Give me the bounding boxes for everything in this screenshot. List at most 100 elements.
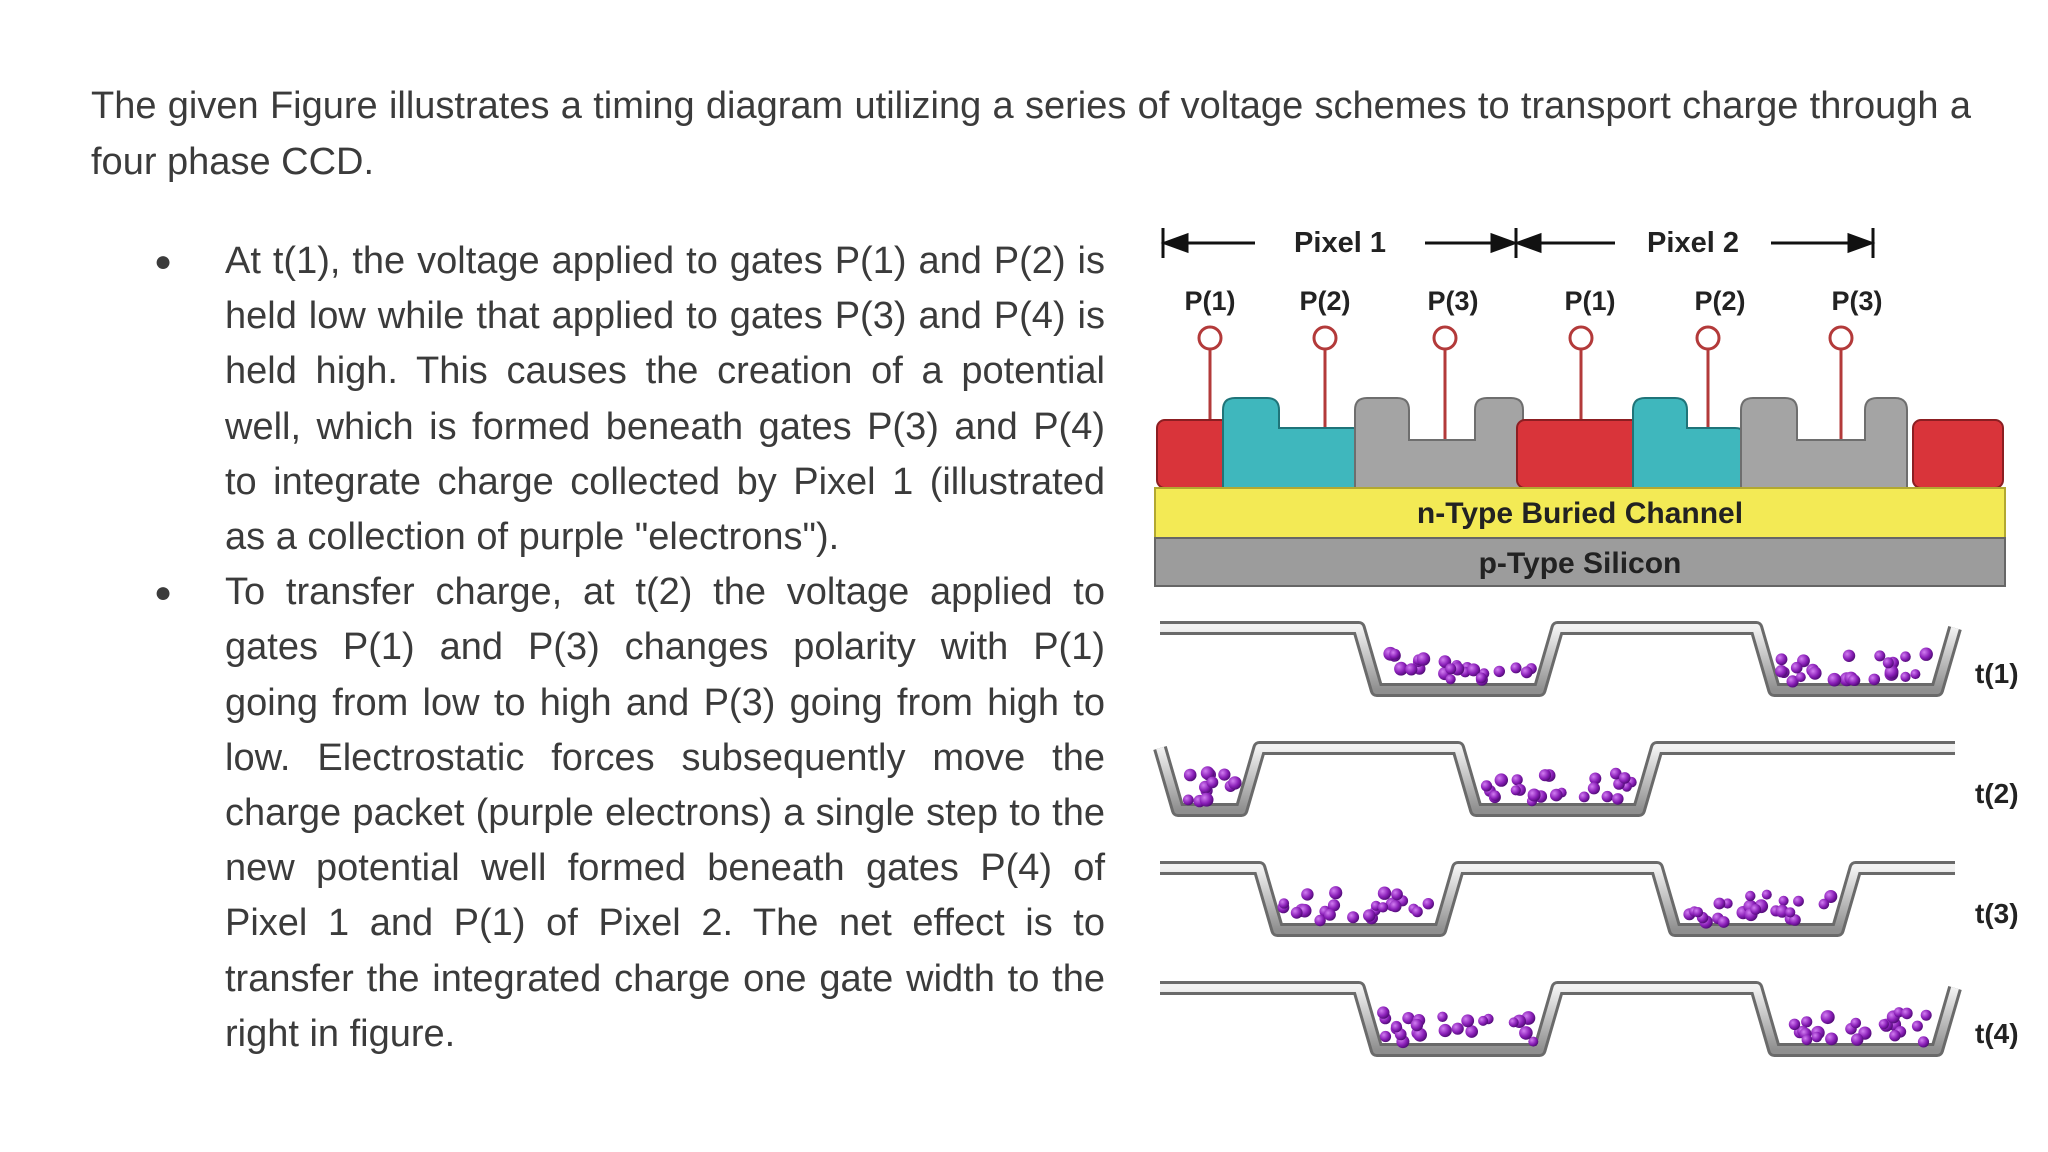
electron <box>1775 904 1789 918</box>
time-label: t(2) <box>1975 778 2019 809</box>
electron <box>1183 768 1197 782</box>
gate-label: P(2) <box>1694 286 1745 316</box>
bullet-text: At t(1), the voltage applied to gates P(… <box>225 240 1105 559</box>
electron <box>1884 665 1899 679</box>
ccd-timing-figure: Pixel 1 Pixel 2 P(1) P(2) P(3) P(1) P(2)… <box>1135 208 2020 1116</box>
electron <box>1750 904 1762 915</box>
electron <box>1587 782 1600 795</box>
electron <box>1811 1031 1823 1043</box>
electron <box>1494 773 1508 787</box>
time-label: t(3) <box>1975 898 2019 929</box>
electron <box>1182 794 1194 806</box>
electron <box>1775 653 1788 666</box>
electron <box>1377 902 1389 913</box>
electron <box>1290 906 1303 919</box>
electron <box>1717 916 1730 928</box>
electron <box>1347 911 1360 924</box>
electron <box>1917 1036 1930 1048</box>
bullet-list: ● At t(1), the voltage applied to gates … <box>150 234 1105 1062</box>
electron <box>1379 1030 1392 1043</box>
electron <box>1461 1014 1475 1028</box>
electron <box>1761 889 1772 900</box>
electron <box>1228 776 1242 790</box>
electron <box>1327 899 1341 912</box>
electron <box>1910 669 1921 680</box>
electron <box>1775 665 1788 678</box>
electron <box>1578 791 1590 803</box>
electron <box>1538 769 1552 782</box>
electron <box>1451 1022 1464 1035</box>
electron <box>1778 895 1789 906</box>
electron <box>1878 1019 1889 1030</box>
electron <box>1868 673 1881 686</box>
electron <box>1301 888 1314 901</box>
electron <box>1520 666 1533 679</box>
electron <box>1405 663 1418 676</box>
time-label: t(1) <box>1975 658 2019 689</box>
electron <box>1550 788 1563 802</box>
electron <box>1510 662 1522 674</box>
electron <box>1199 792 1214 807</box>
electron <box>1825 1032 1838 1046</box>
electron <box>1919 647 1933 661</box>
electron <box>1920 1009 1932 1021</box>
time-label: t(4) <box>1975 1018 2019 1049</box>
electron <box>1416 652 1431 666</box>
electron <box>1480 780 1493 792</box>
electron <box>1612 793 1624 805</box>
electron <box>1323 908 1336 921</box>
electron <box>1820 1010 1835 1025</box>
gate-label: P(3) <box>1427 286 1478 316</box>
electron <box>1601 790 1613 803</box>
electron <box>1722 898 1733 909</box>
electron <box>1692 907 1704 918</box>
n-type-channel <box>1154 487 2006 539</box>
electron <box>1508 1017 1519 1028</box>
electron <box>1785 907 1796 918</box>
well-profile <box>1156 744 1955 814</box>
electron <box>1410 1018 1424 1032</box>
electron <box>1795 672 1806 683</box>
bullet-dot: ● <box>154 245 173 278</box>
electron <box>1389 900 1402 913</box>
electron <box>1618 772 1631 784</box>
electron <box>1391 1022 1402 1033</box>
electron <box>1218 768 1231 781</box>
gate-label: P(2) <box>1299 286 1350 316</box>
electron <box>1437 1011 1448 1022</box>
electron <box>1818 898 1830 910</box>
electron <box>1377 1006 1390 1019</box>
electron <box>1850 1017 1862 1029</box>
bullet-text: To transfer charge, at t(2) the voltage … <box>225 571 1105 1055</box>
electron <box>1801 1034 1813 1046</box>
electron <box>1478 1015 1489 1026</box>
gate-label: P(1) <box>1564 286 1615 316</box>
electron <box>1411 906 1423 918</box>
electron <box>1394 661 1408 676</box>
electron <box>1745 890 1756 902</box>
electron <box>1882 657 1894 669</box>
electron <box>1438 1023 1452 1038</box>
electron <box>1901 1007 1913 1020</box>
electron <box>1786 675 1799 688</box>
p-type-substrate <box>1154 537 2006 587</box>
electron <box>1493 665 1505 678</box>
electron <box>1314 914 1326 927</box>
electron <box>1278 898 1290 909</box>
electron <box>1589 772 1602 785</box>
electron <box>1511 774 1523 786</box>
electron <box>1801 1016 1813 1028</box>
electron <box>1610 767 1622 780</box>
electron <box>1824 890 1838 903</box>
well-profile <box>1160 624 1959 694</box>
electron <box>1527 788 1541 802</box>
electron <box>1900 671 1911 682</box>
electron <box>1848 674 1860 686</box>
electron <box>1445 674 1456 685</box>
electron <box>1510 785 1521 796</box>
gate-label: P(3) <box>1831 286 1882 316</box>
electron <box>1377 886 1392 900</box>
electron <box>1900 651 1911 662</box>
electron <box>1808 666 1822 680</box>
electron <box>1793 895 1804 907</box>
